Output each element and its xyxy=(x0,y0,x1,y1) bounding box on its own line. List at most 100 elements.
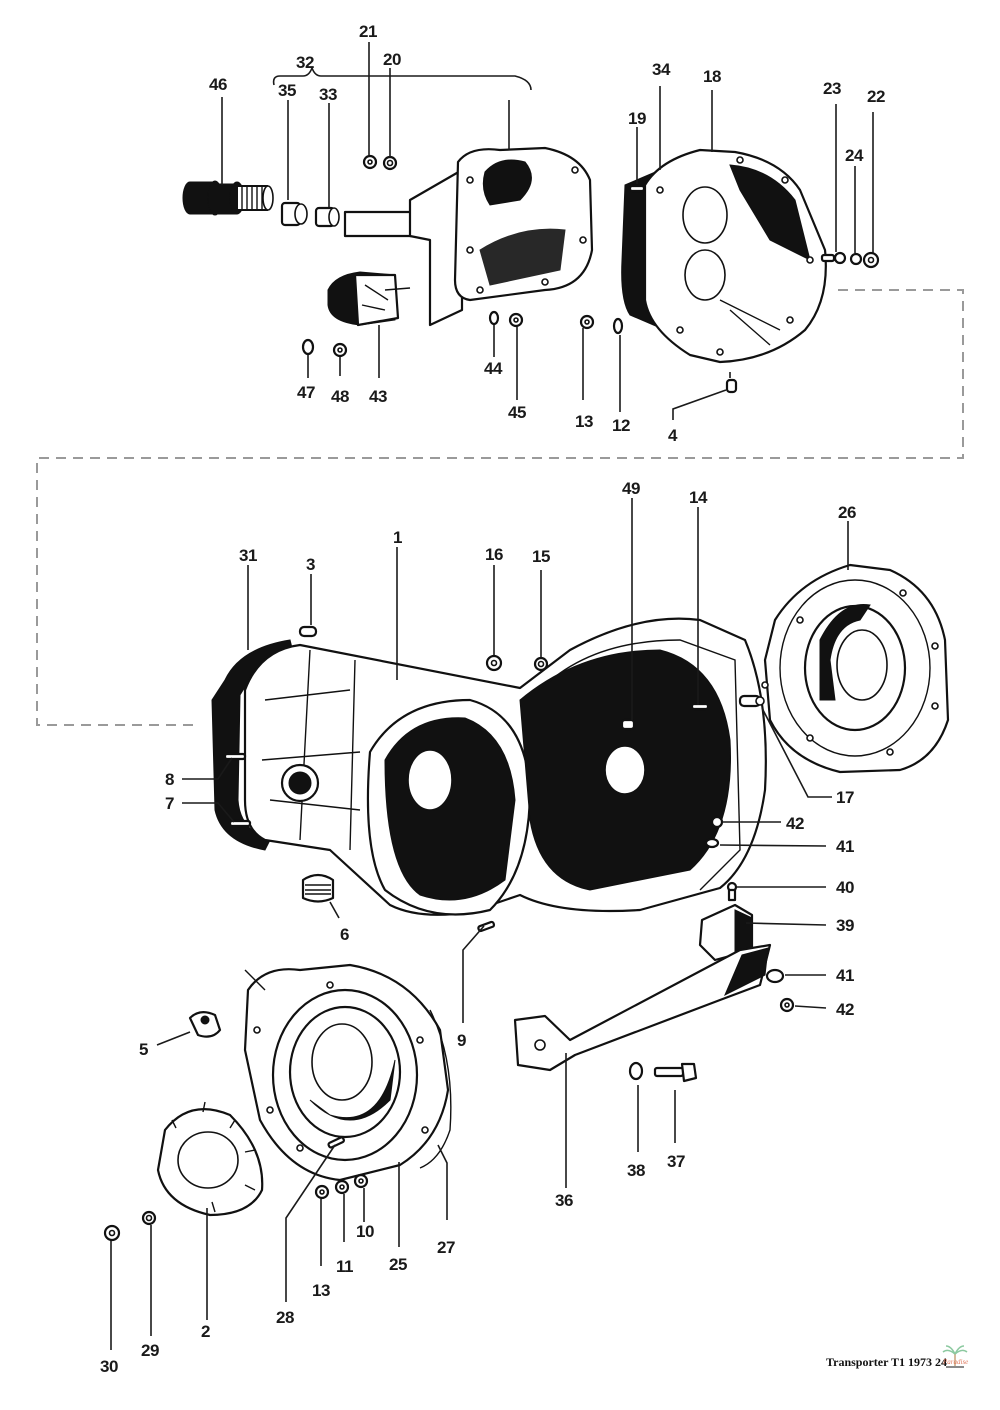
callout-22: 22 xyxy=(867,87,885,106)
stud-part-7 xyxy=(228,819,252,828)
callout-17: 17 xyxy=(836,788,854,807)
washer-part-44 xyxy=(488,310,500,326)
callout-39: 39 xyxy=(836,916,854,935)
nut-part-22 xyxy=(862,251,880,269)
callout-13-bottom: 13 xyxy=(312,1281,330,1300)
callout-15: 15 xyxy=(532,547,550,566)
callout-19: 19 xyxy=(628,109,646,128)
callout-9: 9 xyxy=(457,1031,466,1050)
callout-42-upper: 42 xyxy=(786,814,804,833)
palm-tree-logo-icon: Paradise xyxy=(942,1345,968,1368)
nut-part-42-lower xyxy=(779,997,795,1013)
gasket-part-31 xyxy=(211,639,296,851)
nut-part-48 xyxy=(332,342,348,358)
callout-35: 35 xyxy=(278,81,296,100)
washer-part-41-upper xyxy=(704,837,720,849)
callout-1: 1 xyxy=(393,528,402,547)
callout-49: 49 xyxy=(622,479,640,498)
washer-part-11 xyxy=(334,1179,350,1195)
washer-part-15 xyxy=(533,656,549,672)
washer-part-12 xyxy=(612,317,624,335)
dowel-pin-part-3 xyxy=(298,625,318,638)
nut-part-30 xyxy=(103,1224,121,1242)
dowel-pin-part-4 xyxy=(725,378,738,394)
callout-29: 29 xyxy=(141,1341,159,1360)
callout-11: 11 xyxy=(336,1257,353,1276)
callout-24: 24 xyxy=(845,146,864,165)
nut-part-16 xyxy=(485,654,503,672)
page-footer-caption: Transporter T1 1973 24 xyxy=(826,1355,948,1369)
nut-part-42-upper xyxy=(710,815,724,829)
callout-25: 25 xyxy=(389,1255,407,1274)
plug-part-5 xyxy=(188,1011,222,1038)
stud-part-14 xyxy=(690,702,710,711)
callout-38: 38 xyxy=(627,1161,645,1180)
callout-18: 18 xyxy=(703,67,721,86)
stud-part-28 xyxy=(327,1136,345,1149)
callout-2: 2 xyxy=(201,1322,210,1341)
callout-34: 34 xyxy=(652,60,671,79)
callout-8: 8 xyxy=(165,770,174,789)
bolt-part-37 xyxy=(653,1062,698,1083)
nut-part-45 xyxy=(508,312,524,328)
transmission-housing-part-1 xyxy=(243,617,767,916)
stud-part-8 xyxy=(223,752,247,761)
svg-text:Paradise: Paradise xyxy=(942,1358,968,1366)
leader-lines xyxy=(110,42,874,1350)
callout-33: 33 xyxy=(319,85,337,104)
intermediate-housing-part-18 xyxy=(643,148,827,364)
callout-13-top: 13 xyxy=(575,412,593,431)
side-cover-part-26 xyxy=(761,563,950,774)
callout-44: 44 xyxy=(484,359,503,378)
callout-30: 30 xyxy=(100,1357,118,1376)
callout-43: 43 xyxy=(369,387,387,406)
plug-part-6 xyxy=(301,873,335,903)
callout-28: 28 xyxy=(276,1308,294,1327)
callout-16: 16 xyxy=(485,545,503,564)
callout-26: 26 xyxy=(838,503,856,522)
assembly-guide-dashed-line xyxy=(36,289,964,726)
washer-part-29 xyxy=(141,1210,157,1226)
callout-45: 45 xyxy=(508,403,526,422)
callout-3: 3 xyxy=(306,555,315,574)
bushing-part-35 xyxy=(280,201,308,227)
nut-part-13-bottom xyxy=(314,1184,330,1200)
bolt-part-40 xyxy=(726,881,738,902)
callout-31: 31 xyxy=(239,546,257,565)
breather-part-17 xyxy=(738,694,765,708)
washer-part-10 xyxy=(353,1173,369,1189)
callout-labels: 46 32 35 33 21 20 34 18 19 23 22 24 47 4… xyxy=(100,22,885,1376)
mounting-bracket-part-36 xyxy=(513,943,772,1072)
nut-part-21 xyxy=(362,154,378,170)
callout-20: 20 xyxy=(383,50,401,69)
rubber-boot-part-46 xyxy=(182,180,274,216)
callout-6: 6 xyxy=(340,925,349,944)
callout-47: 47 xyxy=(297,383,315,402)
washer-part-24 xyxy=(849,252,863,266)
callout-12: 12 xyxy=(612,416,630,435)
gasket-part-27 xyxy=(419,1009,452,1169)
callout-48: 48 xyxy=(331,387,349,406)
stud-part-23 xyxy=(820,251,847,265)
callout-14: 14 xyxy=(689,488,708,507)
callout-42-lower: 42 xyxy=(836,1000,854,1019)
callout-10: 10 xyxy=(356,1222,374,1241)
stud-part-49 xyxy=(620,718,636,731)
side-cover-part-25 xyxy=(243,963,450,1182)
nut-part-13-top xyxy=(579,314,595,330)
washer-part-47 xyxy=(301,338,315,356)
gearbox-mount-part-43 xyxy=(327,271,411,327)
rear-cover-part-32 xyxy=(343,146,594,327)
washer-part-41-lower xyxy=(765,968,785,984)
washer-part-20 xyxy=(382,155,398,171)
callout-41-lower: 41 xyxy=(836,966,854,985)
callout-40: 40 xyxy=(836,878,854,897)
callout-37: 37 xyxy=(667,1152,685,1171)
callout-23: 23 xyxy=(823,79,841,98)
callout-5: 5 xyxy=(139,1040,148,1059)
stud-part-19 xyxy=(628,184,646,193)
callout-41-upper: 41 xyxy=(836,837,854,856)
callout-21: 21 xyxy=(359,22,377,41)
seal-cover-part-2 xyxy=(156,1101,264,1217)
